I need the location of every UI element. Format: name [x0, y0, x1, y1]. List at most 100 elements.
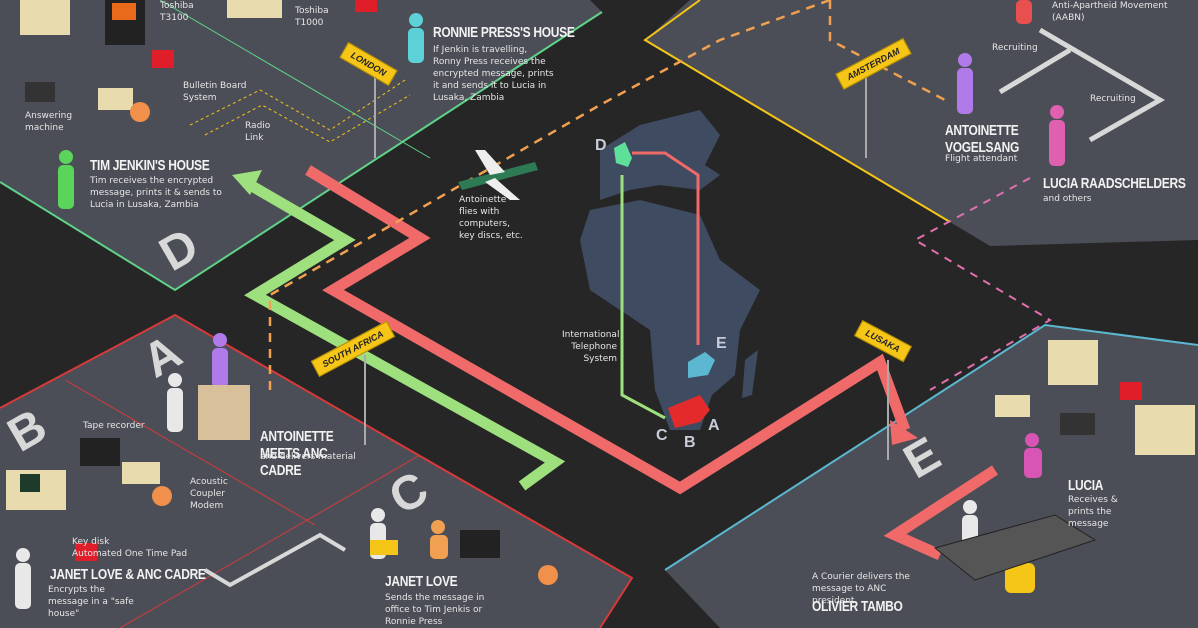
lucia-r-title: LUCIA RAADSCHELDERS: [1043, 175, 1186, 192]
helper-figure: [430, 520, 448, 559]
janet-desc: Sends the message in office to Tim Jenki…: [385, 593, 485, 627]
map-red-arrow: [632, 151, 700, 345]
modem-icon: [98, 88, 133, 110]
recruit-arrow: [1038, 27, 1165, 143]
floppy-disk-icon: [152, 50, 174, 68]
diagram-shape: [742, 350, 758, 398]
cadre-figure: [167, 373, 183, 432]
diagram-shape: [957, 68, 973, 114]
tim-desc: Tim receives the encrypted message, prin…: [90, 176, 222, 210]
antoinette-sa-figure: [212, 333, 228, 388]
diagram-shape: [600, 110, 720, 200]
lucia-figure: [1049, 105, 1065, 166]
recruit-arrow: [998, 47, 1072, 95]
panel-d-london: [0, 0, 602, 290]
answering-machine-icon: [1060, 413, 1095, 435]
white-arrow: [203, 532, 347, 588]
diagram-shape: [212, 348, 228, 388]
printer-icon: [1135, 405, 1195, 455]
diagram-shape: [485, 178, 520, 200]
panel-d-edge: [0, 11, 603, 292]
janet-cadre-figure: [15, 548, 31, 609]
diagram-shape: [16, 548, 30, 562]
south-africa-shape: [668, 395, 710, 428]
panel-divider: [64, 379, 316, 526]
label-coupler-modem: Acoustic Coupler Modem: [190, 477, 228, 511]
uk-shape: [614, 142, 632, 167]
map-label-a: A: [708, 417, 720, 434]
lucia-lusaka-figure: [1024, 433, 1042, 478]
phone-icon: [152, 486, 172, 506]
zambia-shape: [688, 352, 715, 378]
lucia-title: LUCIA: [1068, 477, 1104, 494]
diagram-shape: [409, 13, 423, 27]
label-key-disk: Key disk: [72, 537, 110, 547]
antoinette-desc: Flight attendant: [945, 154, 1018, 164]
panel-amsterdam: [645, 0, 1198, 246]
diagram-shape: [168, 373, 182, 387]
diagram-shape: [213, 333, 227, 347]
label-t3100: Toshiba T3100: [160, 1, 194, 23]
world-map: [580, 110, 760, 430]
answering-machine-icon: [25, 82, 55, 102]
map-label-e: E: [716, 335, 727, 352]
diagram-shape: [1050, 105, 1064, 119]
diagram-shape: [1025, 433, 1039, 447]
tim-figure: [58, 150, 74, 209]
phone-icon: [130, 102, 150, 122]
phone-icon: [538, 565, 558, 585]
diagram-shape: [371, 508, 385, 522]
table-icon: [933, 514, 1097, 581]
diagram-shape: [59, 150, 73, 164]
red-route-e: [883, 465, 998, 561]
diagram-shape: [1049, 120, 1065, 166]
map-label-d: D: [595, 137, 607, 154]
floppy-disk-icon: [75, 543, 97, 561]
label-answering-machine: Answering machine: [25, 111, 73, 133]
radio-dash: [204, 94, 411, 143]
map-green-arrow: [620, 175, 666, 420]
diagram-shape: [431, 520, 445, 534]
diagram-shape: [475, 150, 505, 175]
recruiting-label-1: Recruiting: [992, 43, 1038, 53]
panel-lusaka-edge: [664, 323, 1198, 571]
diagram-shape: [20, 474, 40, 492]
panel-south-africa-edge: [0, 313, 634, 628]
label-tape-recorder: Tape recorder: [83, 421, 145, 431]
lucia-r-desc: and others: [1043, 194, 1092, 204]
label-otp: Automated One Time Pad: [72, 549, 188, 559]
panel-lusaka: [665, 325, 1198, 628]
antoinette-meets-title: ANTOINETTE MEETS ANC CADRE: [260, 428, 334, 479]
ronnie-desc: If Jenkin is travelling, Ronny Press rec…: [433, 45, 554, 103]
devices: [6, 0, 1195, 585]
diagram-shape: [1016, 0, 1032, 24]
green-arrowhead: [232, 170, 262, 195]
tape-recorder-icon: [80, 438, 120, 466]
janet-cadre-desc: Encrypts the message in a "safe house": [48, 585, 134, 619]
antoinette-title: ANTOINETTE VOGELSANG: [945, 122, 1019, 156]
red-arrowhead: [890, 420, 918, 445]
diagram-shape: [458, 162, 538, 190]
floppy-disk-icon: [1120, 382, 1142, 400]
antoinette-figure: [957, 53, 973, 114]
ronnie-title: RONNIE PRESS'S HOUSE: [433, 24, 575, 41]
plane-desc: Antoinette flies with computers, key dis…: [459, 195, 523, 241]
red-route: [305, 165, 911, 495]
aabn-figure: [1016, 0, 1032, 24]
diagram-shape: [963, 500, 977, 514]
panel-divider: [159, 0, 431, 159]
diagram-shape: [1024, 448, 1042, 478]
computer-icon: [1048, 340, 1098, 385]
floppy-disk-icon: [355, 0, 377, 12]
diagram-shape: [15, 563, 31, 609]
diagram-shape: [58, 165, 74, 209]
tape-recorder-icon: [460, 530, 500, 558]
aabn-desc: Anti-Apartheid Movement (AABN): [1052, 1, 1168, 23]
janet-title: JANET LOVE: [385, 573, 458, 590]
label-radio-link: Radio Link: [245, 121, 271, 143]
key-disk-icon: [370, 540, 398, 555]
green-route: [242, 177, 566, 491]
diagram-shape: [1005, 563, 1035, 593]
